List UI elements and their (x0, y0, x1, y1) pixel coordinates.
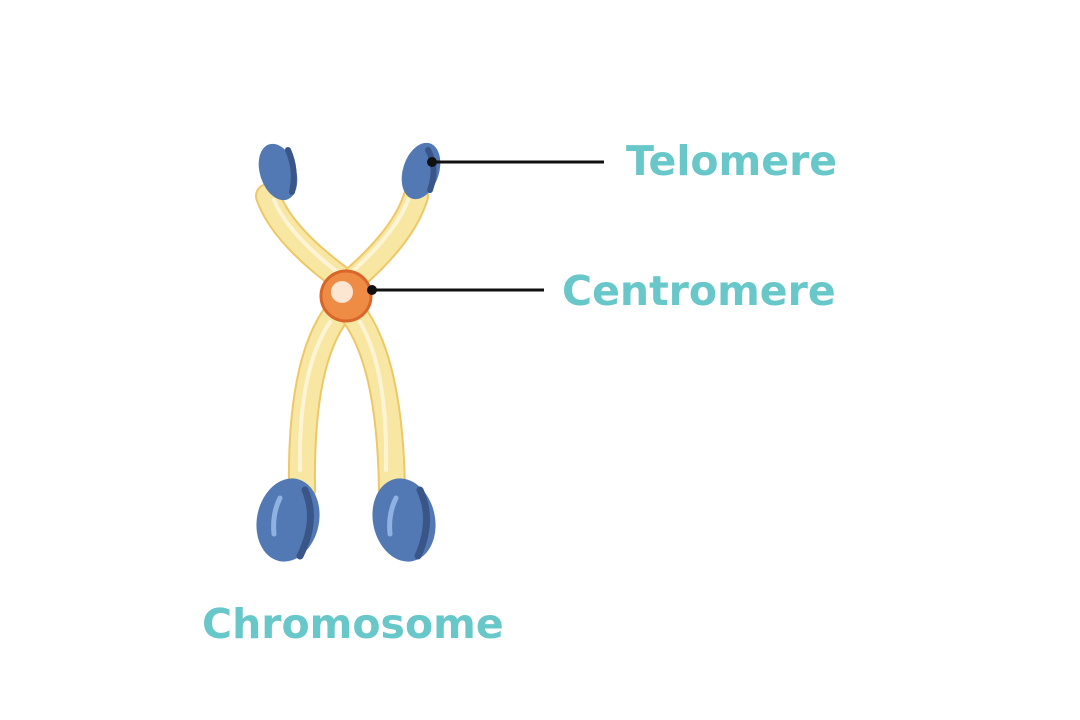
arm-body (257, 185, 357, 293)
arm-highlight (297, 320, 332, 472)
telomere-shade (285, 147, 297, 195)
chromatid-arm-upper-right (337, 142, 441, 295)
centromere (319, 269, 373, 323)
arm-highlight (272, 198, 342, 276)
chromatid-arm-upper-left (255, 143, 359, 295)
telomere-shade (414, 486, 431, 560)
chromosome-title: Chromosome (202, 600, 504, 648)
arm-highlight (350, 198, 410, 274)
centromere-label: Centromere (562, 267, 836, 315)
telomere-upper-left (258, 143, 298, 201)
chromatid-arm-lower-right (338, 298, 436, 562)
telomere-shade (425, 147, 437, 193)
centromere-highlight (331, 281, 353, 303)
telomere-upper-right (401, 142, 441, 200)
telomere-lower-right (372, 478, 436, 562)
telomere-label: Telomere (626, 137, 838, 185)
leader-lines (367, 157, 604, 295)
telomere-glint (271, 495, 283, 537)
arm-body (339, 185, 427, 293)
arm-highlight (358, 320, 389, 472)
chromosome (255, 142, 441, 562)
chromatid-arm-lower-left (256, 298, 352, 562)
centromere-leader-dot (367, 285, 377, 295)
telomere-shade (296, 486, 314, 560)
telomere-leader-dot (427, 157, 437, 167)
telomere-glint (387, 495, 399, 537)
